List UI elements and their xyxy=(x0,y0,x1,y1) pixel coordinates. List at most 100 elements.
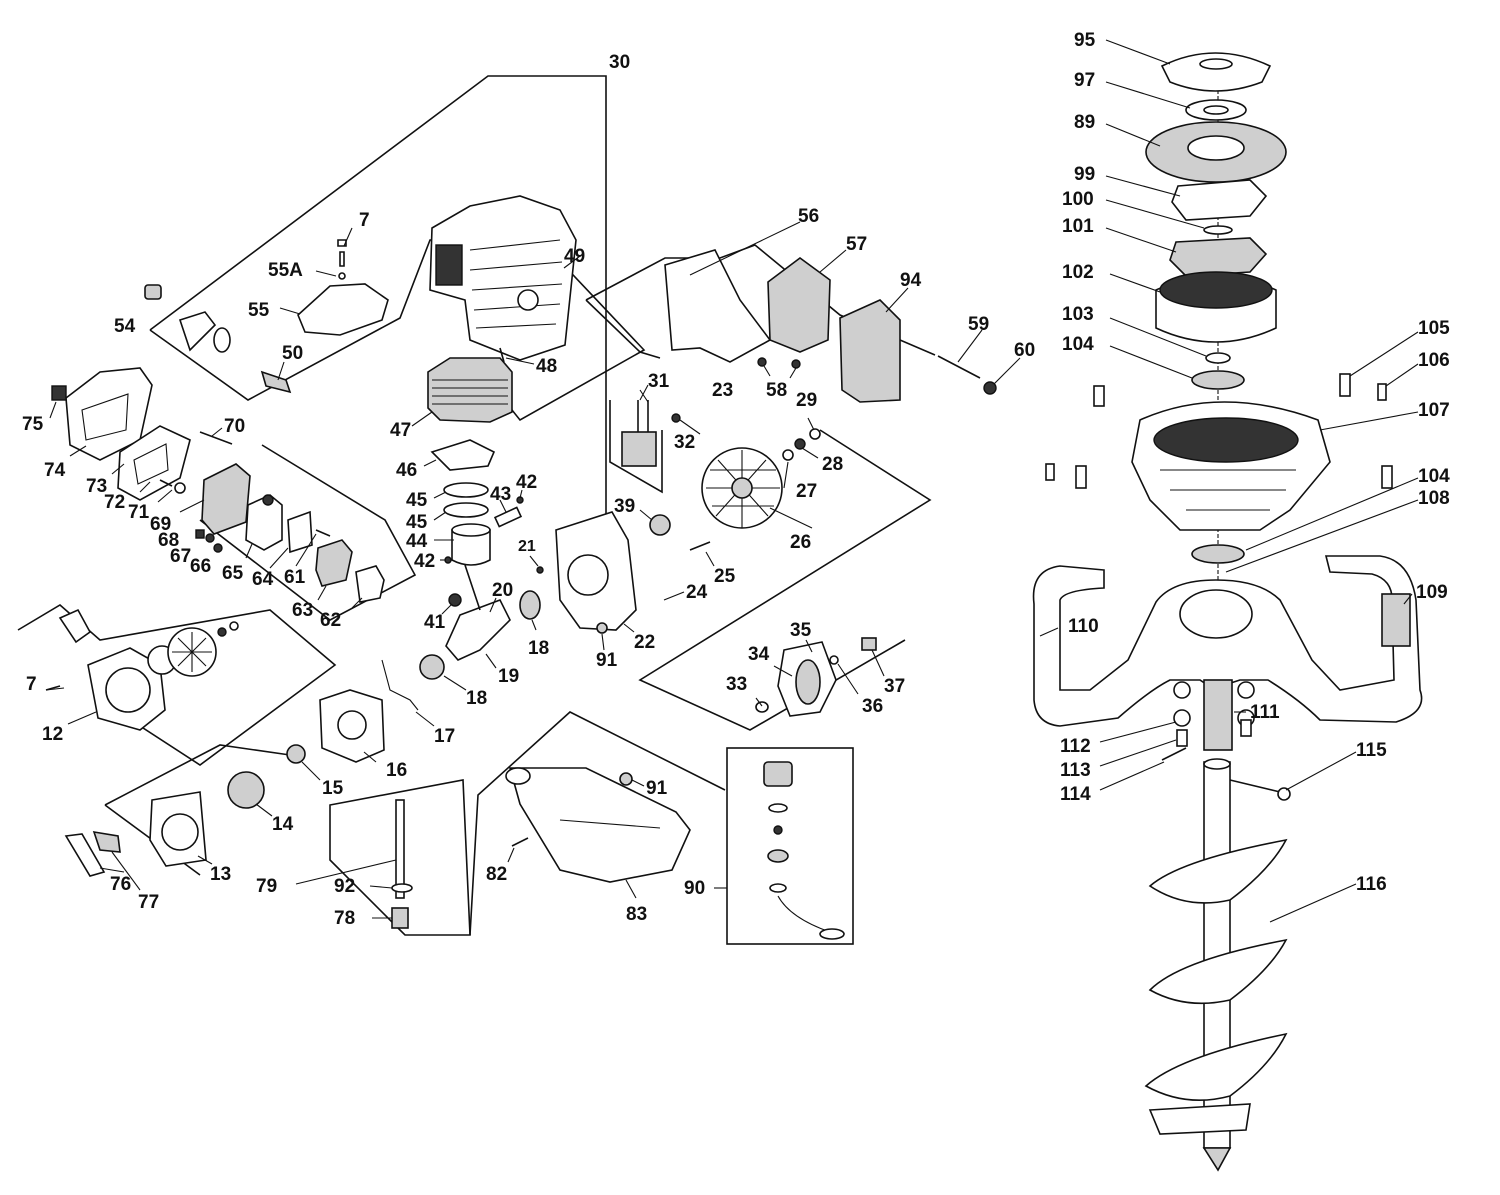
switch-109 xyxy=(1381,593,1411,647)
shaft-79 xyxy=(395,799,405,899)
label-36: 36 xyxy=(862,696,883,717)
label-67: 67 xyxy=(170,546,191,567)
label-15: 15 xyxy=(322,778,344,799)
label-42b: 42 xyxy=(516,472,537,493)
label-75: 75 xyxy=(22,414,44,435)
bolt-59 xyxy=(937,355,981,379)
bushing-15 xyxy=(286,744,306,764)
label-90: 90 xyxy=(684,878,705,899)
label-107: 107 xyxy=(1418,400,1450,421)
shaft-and-tank-parts xyxy=(391,622,877,940)
label-108: 108 xyxy=(1418,488,1450,509)
starter-parts xyxy=(45,608,445,877)
label-102: 102 xyxy=(1062,262,1094,283)
seal-39 xyxy=(649,514,671,536)
label-21: 21 xyxy=(518,538,536,555)
part-76 xyxy=(64,833,106,877)
bearing-18b xyxy=(419,654,445,680)
label-104b: 104 xyxy=(1418,466,1450,487)
label-49: 49 xyxy=(564,246,585,267)
label-68: 68 xyxy=(158,530,179,551)
label-55: 55 xyxy=(248,300,270,321)
label-34: 34 xyxy=(748,644,770,665)
auger-assembly-parts xyxy=(1032,52,1423,1172)
label-74: 74 xyxy=(44,460,66,481)
label-89: 89 xyxy=(1074,112,1095,133)
cylinder-47 xyxy=(427,357,513,423)
label-35: 35 xyxy=(790,620,812,641)
label-101: 101 xyxy=(1062,216,1094,237)
label-13: 13 xyxy=(210,864,231,885)
label-110: 110 xyxy=(1068,616,1099,637)
piston-pin-43 xyxy=(493,506,523,528)
label-41: 41 xyxy=(424,612,446,633)
fuel-cap-90 xyxy=(763,761,845,940)
fuel-tank-83 xyxy=(508,767,691,883)
label-71: 71 xyxy=(128,502,150,523)
label-18a: 18 xyxy=(528,638,549,659)
label-16: 16 xyxy=(386,760,407,781)
gasket-46 xyxy=(430,439,496,471)
cap-54 xyxy=(144,284,162,300)
piston-44 xyxy=(451,529,491,566)
label-69: 69 xyxy=(150,514,171,535)
label-30: 30 xyxy=(609,52,630,73)
gear-14 xyxy=(227,771,265,809)
bracket-plate-56 xyxy=(664,249,772,363)
label-79: 79 xyxy=(256,876,277,897)
label-14: 14 xyxy=(272,814,294,835)
carb-air-filter-parts xyxy=(51,367,385,603)
label-97: 97 xyxy=(1074,70,1095,91)
label-12: 12 xyxy=(42,724,63,745)
group-outline-carb xyxy=(199,444,417,621)
group-outline-90 xyxy=(726,747,854,945)
label-50: 50 xyxy=(282,343,303,364)
label-17: 17 xyxy=(434,726,455,747)
gasket-62 xyxy=(355,565,385,603)
bearing-18a xyxy=(519,590,541,620)
label-66: 66 xyxy=(190,556,211,577)
ignition-coil-31 xyxy=(621,431,657,467)
leader-lines xyxy=(45,39,1419,923)
label-45a: 45 xyxy=(406,490,428,511)
label-63: 63 xyxy=(292,600,313,621)
label-116: 116 xyxy=(1356,874,1387,895)
label-106: 106 xyxy=(1418,350,1450,371)
label-104a: 104 xyxy=(1062,334,1094,355)
spark-plug-50 xyxy=(260,370,292,394)
fitting-78 xyxy=(391,907,409,929)
label-54: 54 xyxy=(114,316,136,337)
ring-103 xyxy=(1205,352,1231,364)
o-ring-92 xyxy=(391,883,413,893)
label-47: 47 xyxy=(390,420,411,441)
label-100: 100 xyxy=(1062,189,1094,210)
label-23: 23 xyxy=(712,380,733,401)
bearing-41 xyxy=(448,593,462,607)
part-number-labels: 30 7 55A 49 54 55 50 48 56 57 94 59 60 2… xyxy=(22,30,1450,929)
label-31: 31 xyxy=(648,371,670,392)
group-outline-30 xyxy=(149,75,607,515)
label-56: 56 xyxy=(798,206,819,227)
label-28: 28 xyxy=(822,454,843,475)
label-76: 76 xyxy=(110,874,131,895)
part-77 xyxy=(92,830,121,853)
label-105: 105 xyxy=(1418,318,1450,339)
label-7b: 7 xyxy=(26,674,37,695)
label-39: 39 xyxy=(614,496,635,517)
label-82: 82 xyxy=(486,864,507,885)
label-48: 48 xyxy=(536,356,557,377)
handlebar-frame-110 xyxy=(1032,555,1423,727)
engine-shroud-49 xyxy=(429,195,577,361)
label-94: 94 xyxy=(900,270,922,291)
group-outline-83 xyxy=(469,711,726,936)
wire-17 xyxy=(381,659,419,711)
label-113: 113 xyxy=(1060,760,1091,781)
label-83: 83 xyxy=(626,904,647,925)
label-91a: 91 xyxy=(596,650,618,671)
insulator-63 xyxy=(315,539,353,587)
coupler-111 xyxy=(1203,679,1233,751)
label-115: 115 xyxy=(1356,740,1387,761)
label-42a: 42 xyxy=(414,551,435,572)
